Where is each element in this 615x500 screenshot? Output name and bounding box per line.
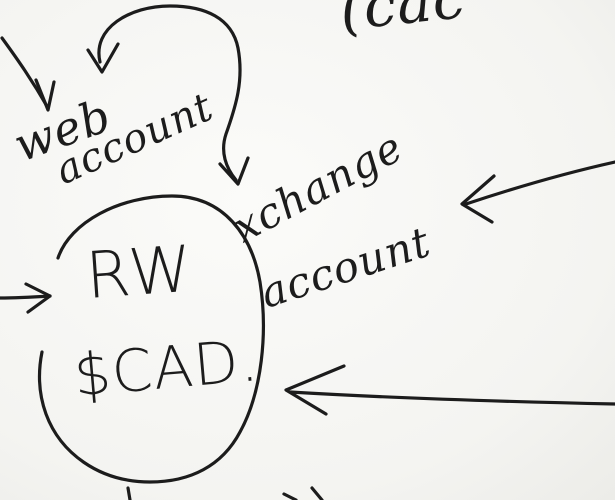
center-rw-text: RW [83, 232, 196, 314]
loop-arrow-head-top [86, 42, 120, 74]
account-circle [37, 194, 265, 484]
arrow-right-lower-head [284, 364, 346, 416]
arrow-right-lower [288, 390, 615, 406]
arrow-top-left-head [34, 78, 56, 112]
loop-arrow [97, 4, 242, 182]
arrow-left-in [0, 294, 52, 300]
bottom-stroke-2 [282, 492, 298, 500]
arrow-top-left [0, 36, 50, 110]
arrow-left-in-head [24, 282, 52, 314]
loop-arrow-head-bottom [218, 156, 250, 186]
bottom-stroke-1 [126, 486, 132, 500]
arrow-right-upper-head [460, 174, 496, 224]
bottom-stroke-3 [310, 486, 324, 500]
arrow-right-upper [464, 160, 615, 206]
